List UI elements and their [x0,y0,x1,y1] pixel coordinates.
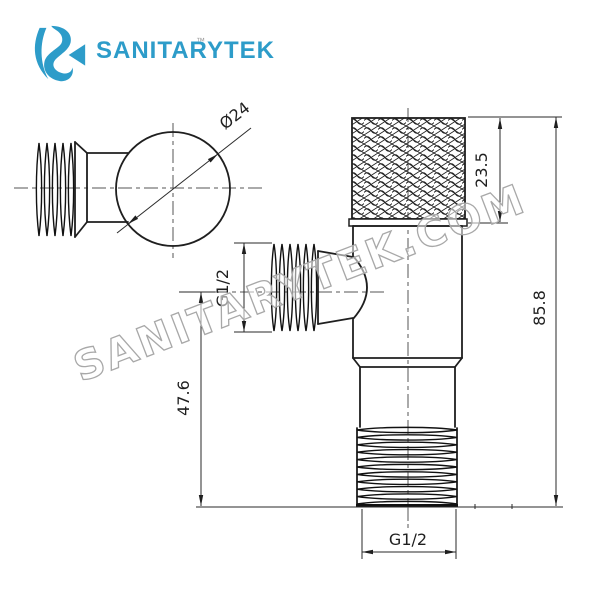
dimension-handle-height: 23.5 [468,116,562,224]
dimension-side-thread: G1/2 [213,242,272,333]
valve-body [352,225,463,428]
brand-logo: SANITARYTEK ™ [28,22,275,84]
dimension-total-height: 85.8 [196,117,563,509]
side-thread-label: G1/2 [213,269,232,307]
watermark-text: SANITARYTEK.COM [67,174,533,391]
bottom-thread-label: G1/2 [389,530,427,549]
knurled-handle [351,117,466,220]
handle-height-label: 23.5 [472,152,491,188]
knob-diameter-label: Ø24 [216,98,254,133]
top-view: Ø24 [14,98,265,258]
dimension-inlet-height: 47.6 [174,291,215,506]
front-view [214,108,468,528]
dimension-bottom-thread: G1/2 [361,507,457,559]
brand-name: SANITARYTEK [96,37,275,64]
total-height-label: 85.8 [530,290,549,326]
side-inlet [270,243,354,332]
bottom-outlet [356,426,458,507]
trademark-mark: ™ [196,36,205,46]
bottom-outlet-thread [356,426,458,507]
top-view-thread [35,142,75,237]
inlet-height-label: 47.6 [174,380,193,416]
dimension-knob-diameter: Ø24 [116,98,254,234]
knob-circle [115,131,231,247]
side-inlet-thread [270,243,318,332]
shield-s-logo-icon [34,25,86,82]
